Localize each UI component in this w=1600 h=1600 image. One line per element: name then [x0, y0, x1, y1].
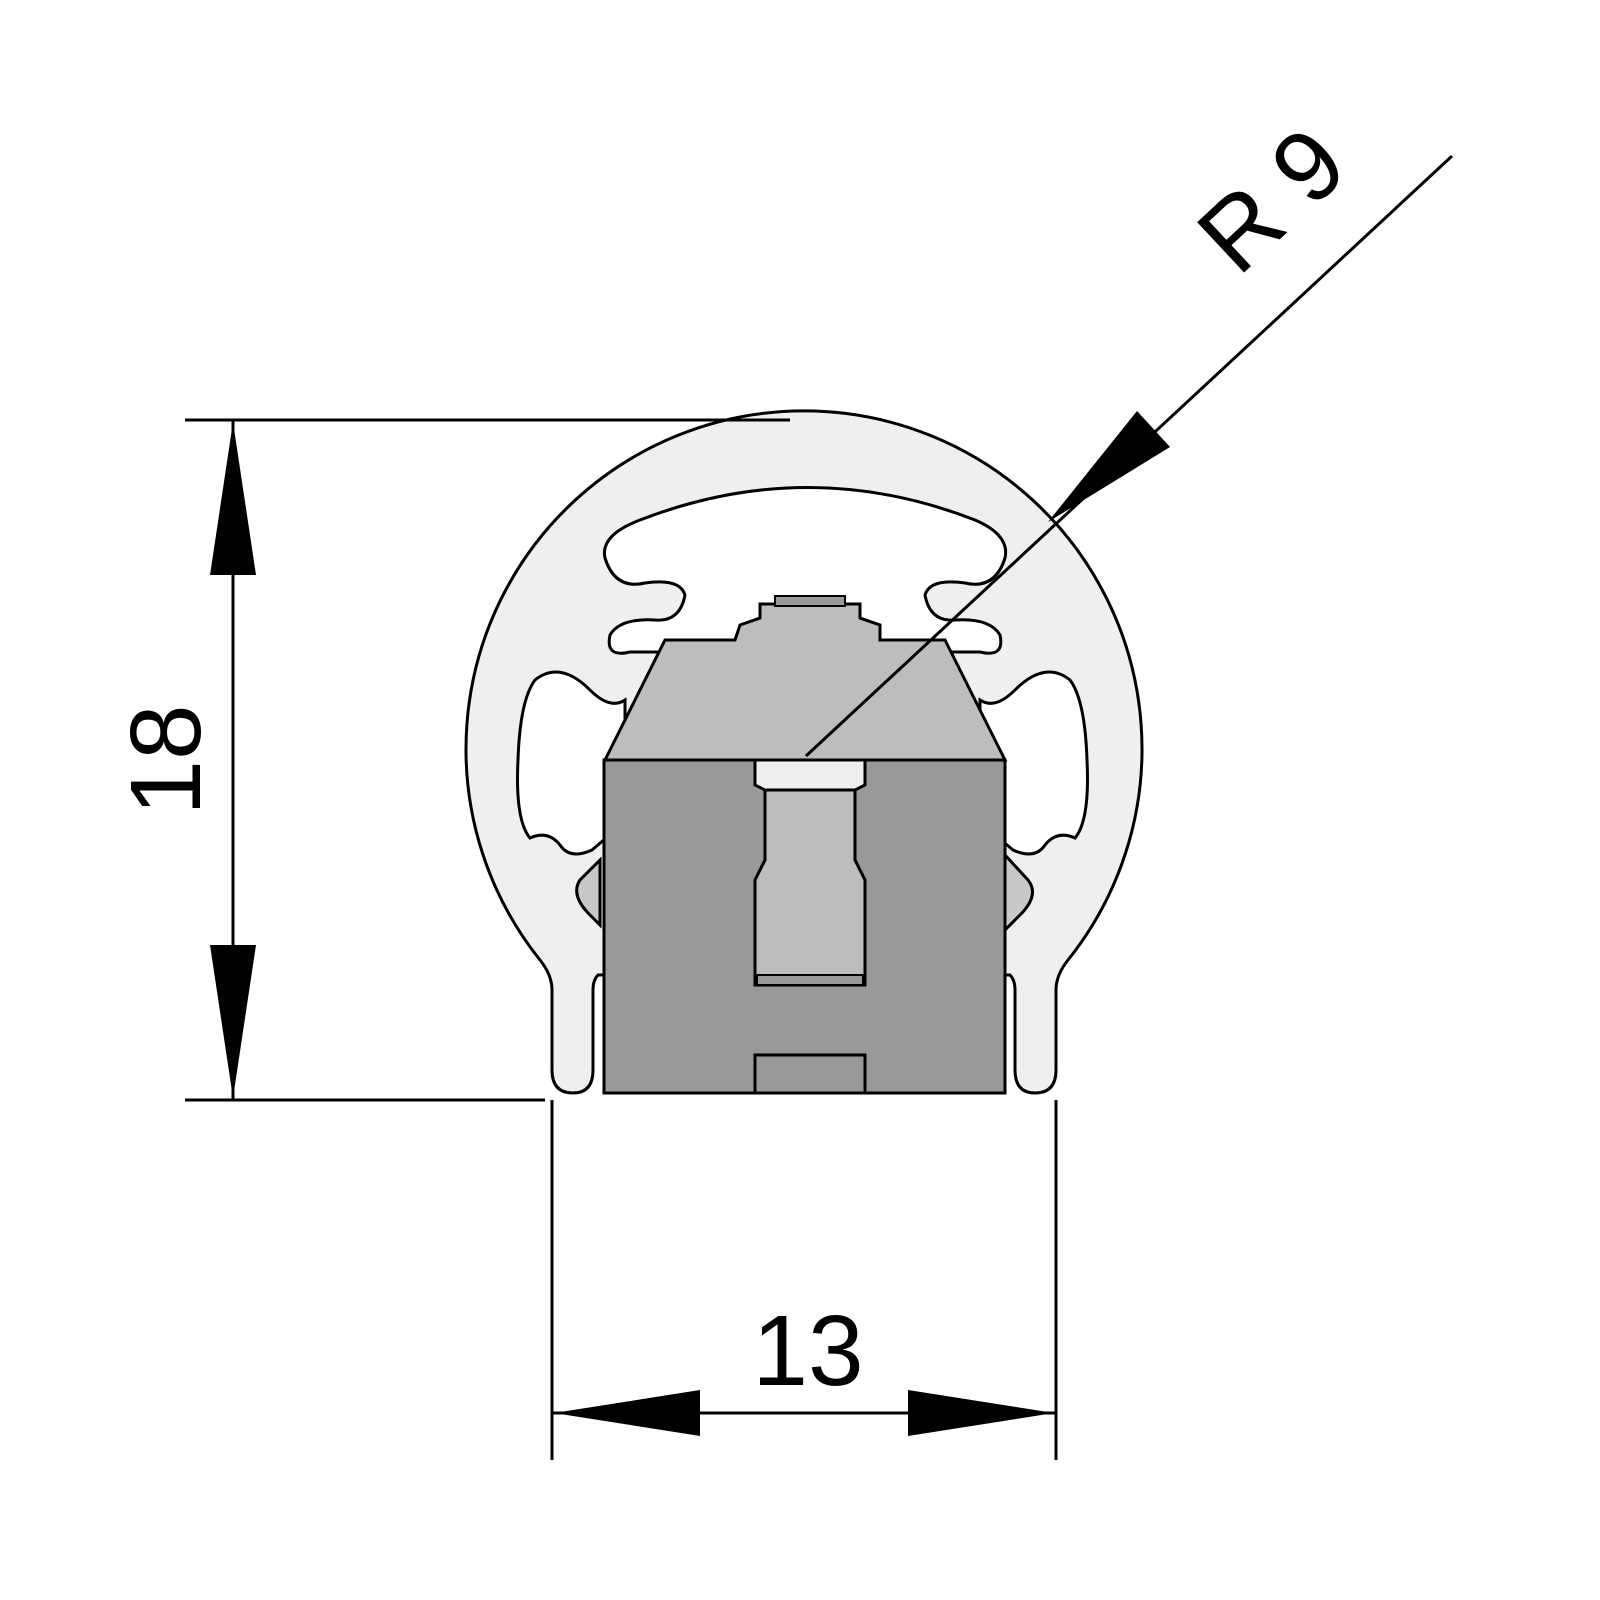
radius-arrow — [1048, 411, 1170, 522]
width-arrow-left — [554, 1390, 700, 1436]
insert-inner-floor — [756, 974, 864, 986]
insert-inner-channel — [753, 788, 867, 987]
insert-top-tab — [774, 595, 846, 607]
radius-label: R 9 — [1177, 106, 1367, 294]
profile-right-cavity — [978, 670, 1089, 856]
insert-body — [602, 595, 1008, 1095]
height-label: 18 — [110, 704, 222, 815]
profile-left-cavity — [516, 670, 627, 856]
height-arrow-top — [210, 422, 256, 575]
right-latch — [1003, 851, 1034, 934]
profile-top-slot — [602, 486, 1008, 655]
width-dimension: 13 — [550, 1100, 1058, 1460]
height-dimension: 18 — [110, 418, 790, 1102]
left-latch — [575, 856, 602, 929]
height-arrow-bottom — [210, 945, 256, 1098]
width-arrow-right — [908, 1390, 1054, 1436]
insert-bottom-notch — [753, 1053, 867, 1095]
width-label: 13 — [752, 1295, 863, 1407]
